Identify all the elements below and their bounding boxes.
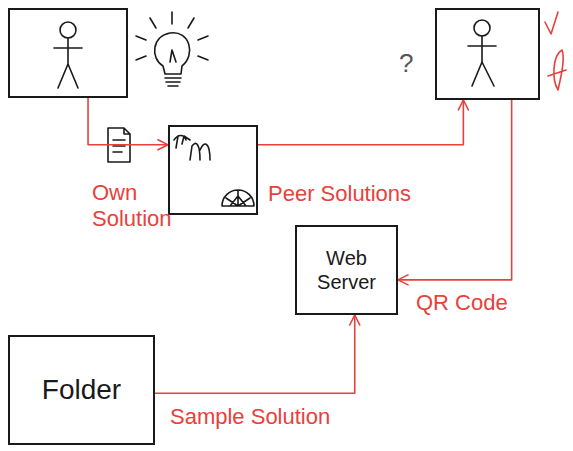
node-label: Folder xyxy=(36,373,127,407)
stick-figure xyxy=(468,36,496,86)
cross-mark xyxy=(548,50,566,90)
folder-box: Folder xyxy=(8,335,155,445)
tablet-box xyxy=(168,125,258,215)
dome-symbol xyxy=(222,190,254,206)
light-rays xyxy=(136,12,208,60)
check-mark xyxy=(545,12,558,34)
edge-label: Sample Solution xyxy=(170,404,330,430)
edge-label: Peer Solutions xyxy=(268,181,411,207)
flow-arrow xyxy=(155,315,355,393)
handwriting-scribble xyxy=(174,136,210,161)
flow-arrow xyxy=(88,98,168,145)
actor-box xyxy=(8,8,128,98)
stick-figure xyxy=(54,38,82,88)
flow-arrow xyxy=(258,100,463,145)
lightbulb-base xyxy=(165,50,181,86)
edge-label: QR Code xyxy=(416,290,508,316)
edge-label: Own Solution xyxy=(92,180,202,233)
actor-box xyxy=(435,8,540,100)
question-mark: ? xyxy=(399,48,413,79)
server-box: Web Server xyxy=(295,225,398,315)
node-label: Web Server xyxy=(297,246,396,294)
figure-head xyxy=(60,22,76,38)
figure-head xyxy=(474,20,490,36)
flow-arrow xyxy=(398,100,512,280)
